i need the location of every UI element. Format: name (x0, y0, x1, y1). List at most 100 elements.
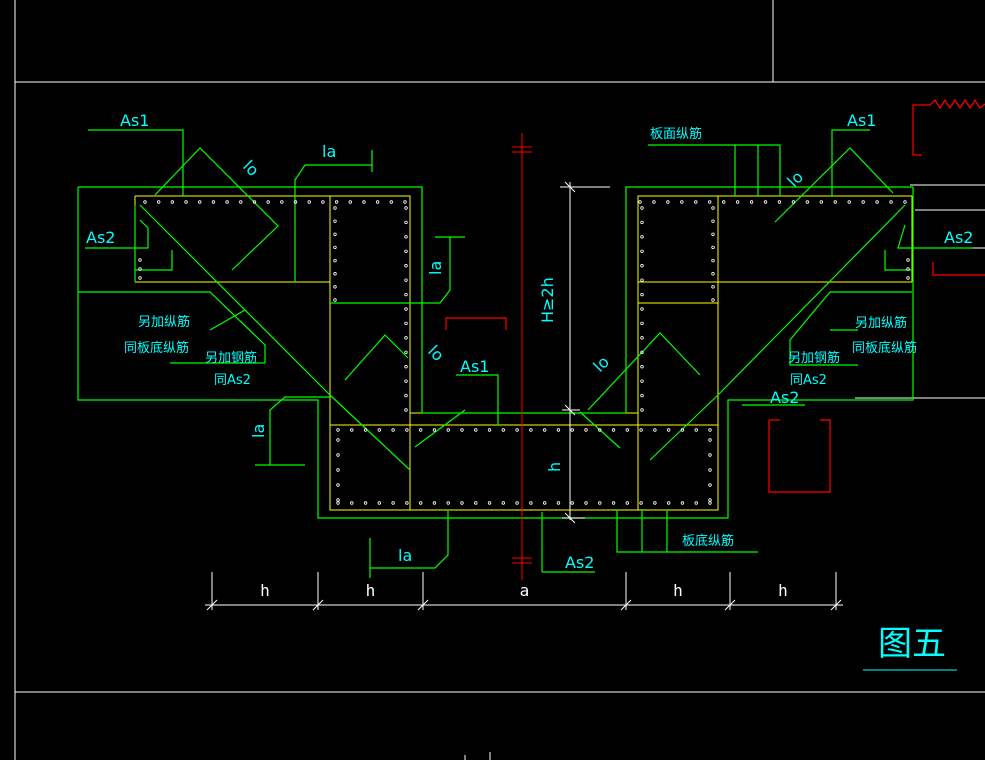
lo-mid-left-label: lo (424, 341, 448, 365)
rebar-dot (640, 379, 644, 383)
rebar-dot (266, 200, 270, 204)
height-h-label: h (545, 462, 564, 472)
width-dimension (205, 572, 843, 611)
la-left-label: la (249, 424, 268, 438)
rebar-dot (432, 501, 437, 505)
rebar-dot (584, 428, 588, 432)
rebar-dot (708, 428, 712, 432)
same-slab-bottom-right-label: 同板底纵筋 (852, 340, 917, 356)
rebar-dot (252, 200, 257, 204)
rebar-dot (404, 408, 408, 412)
rebar-dot (293, 200, 298, 204)
dimension-arrow (312, 599, 324, 611)
center-axis (512, 133, 532, 580)
rebar-dot (391, 428, 395, 432)
as1-right-label: As1 (847, 111, 876, 130)
rebar-dot (711, 206, 715, 210)
rebar-dot (333, 219, 337, 223)
rebar-dot (460, 428, 464, 432)
labels: As1 As1 As1 As2 As2 As2 As2 la la la la … (86, 111, 973, 664)
rebar-dot (363, 428, 368, 432)
as1-left-label: As1 (120, 111, 149, 130)
rebar-dot (333, 258, 337, 263)
rebar-dot (336, 468, 340, 472)
rebar-dot (708, 200, 712, 204)
rebar-dot (377, 501, 382, 505)
rebar-dot (377, 428, 382, 432)
drawing-frame (14, 0, 985, 760)
rebar-dot (333, 245, 337, 250)
rebar-dot (336, 428, 340, 432)
dimension-arrow (830, 599, 842, 611)
rebar-dot (556, 501, 561, 505)
rebar-dot (640, 365, 644, 369)
rebar-dot (404, 350, 408, 354)
rebar-dot (542, 428, 547, 432)
as2-left-label: As2 (86, 228, 115, 247)
rebar-dot (640, 264, 644, 268)
rebar-dot (570, 501, 574, 505)
rebar-dot (239, 200, 243, 204)
rebar-dot (652, 200, 656, 204)
rebar-dot (777, 200, 782, 204)
rebar-dot (529, 501, 533, 505)
rebar-dot (446, 428, 450, 432)
rebar-dot (640, 336, 644, 340)
rebar-dot (694, 501, 698, 505)
rebar-dot (708, 483, 712, 487)
rebar-dot (680, 501, 685, 505)
rebar-dot (529, 428, 533, 432)
rebar-dot (350, 428, 354, 432)
rebar-dot (711, 219, 715, 223)
rebar-dot (680, 428, 685, 432)
la-top-label: la (322, 142, 336, 161)
rebar-dot (711, 298, 715, 302)
rebar-dot (680, 200, 684, 204)
rebar-dot (584, 501, 588, 505)
same-slab-bottom-left-label: 同板底纵筋 (124, 340, 189, 356)
rebar-dot (640, 408, 644, 412)
rebar-dot (404, 278, 408, 282)
rebar-dot (211, 200, 216, 204)
lo-top-left-label: lo (239, 156, 263, 180)
rebar-dot (404, 307, 408, 311)
rebar-dot (640, 278, 644, 282)
rebar-dot (711, 285, 715, 289)
rebar-dot (711, 272, 715, 276)
rebar-dot (389, 200, 394, 204)
lo-mid-right-label: lo (589, 352, 613, 376)
dimension-label: h (260, 581, 270, 600)
rebar-dot (861, 200, 865, 204)
rebar-dot (640, 321, 644, 326)
rebar-dot (711, 232, 715, 236)
rebar-dot (906, 276, 910, 280)
rebar-dot (280, 200, 284, 204)
rebar-dot (333, 232, 337, 236)
rebar-dot (362, 200, 366, 204)
dimension-arrow (417, 599, 429, 611)
rebar-dot (405, 501, 409, 505)
rebar-dot (598, 428, 602, 432)
rebar-dot (694, 200, 698, 204)
rebar-dot (404, 249, 408, 253)
rebar-dot (666, 501, 671, 505)
rebar-dot (460, 501, 464, 505)
rebar-dot (336, 453, 340, 457)
rebar-dot (640, 350, 644, 354)
rebar-dot (501, 501, 506, 505)
rebar-dot (138, 267, 142, 271)
rebar-dot (640, 249, 644, 253)
rebar-dot (640, 206, 644, 210)
rebar-dot (735, 200, 740, 204)
slab-bottom-rebar-label: 板底纵筋 (682, 533, 734, 549)
dimension-label: h (366, 581, 376, 600)
rebar-dot (474, 501, 478, 505)
rebar-dot (711, 258, 715, 263)
rebar-dot (694, 428, 698, 432)
rebar-dot (906, 267, 910, 271)
rebar-dot (708, 453, 712, 457)
rebar-dot (184, 200, 188, 204)
rebar-dot (404, 264, 408, 268)
rebar-dot (889, 200, 893, 204)
